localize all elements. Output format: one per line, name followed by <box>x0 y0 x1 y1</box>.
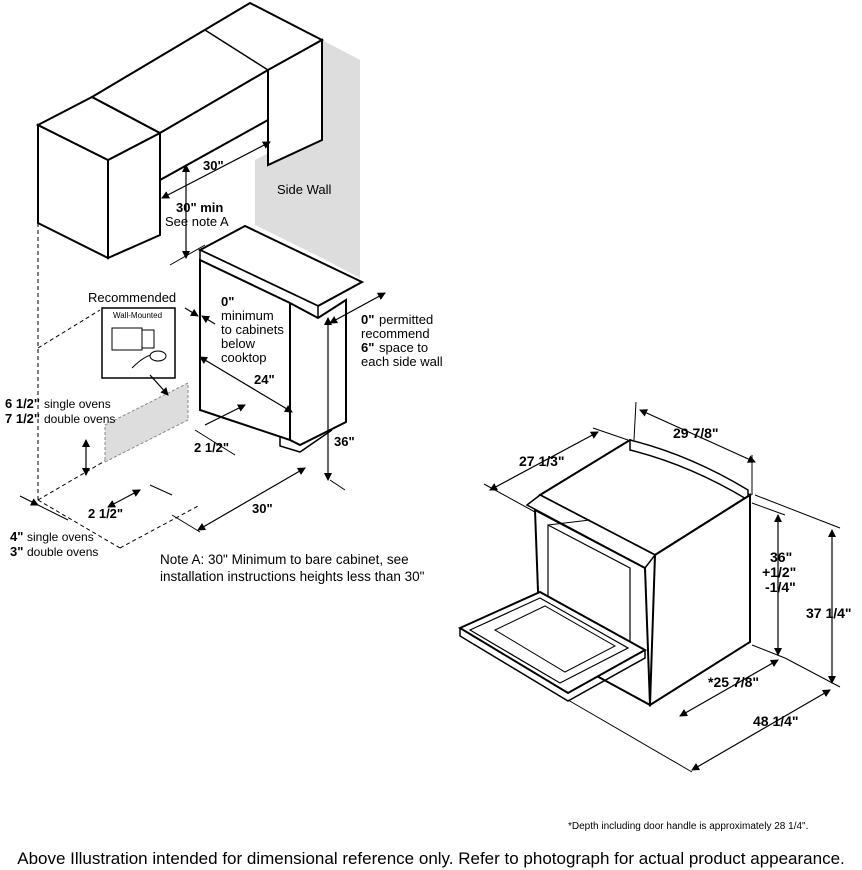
dim-depth-top <box>489 431 599 491</box>
three-in-label: 3" <box>10 544 23 559</box>
to-cabinets-label: to cabinets <box>221 322 284 337</box>
each-side-wall-text: each side wall <box>361 354 443 369</box>
note-a-line1: Note A: 30" Minimum to bare cabinet, see <box>160 552 409 567</box>
dim-24 <box>199 356 293 413</box>
zero-label: 0" <box>221 294 234 309</box>
plus-label: +1/2" <box>762 564 796 580</box>
dim-36-label: 36" <box>334 434 355 449</box>
disclaimer-footer: Above Illustration intended for dimensio… <box>17 849 845 868</box>
height-total-label: 37 1/4" <box>806 605 852 621</box>
dim-4-in <box>19 495 39 506</box>
wall-mounted-label: Wall-Mounted <box>113 311 162 320</box>
single-ovens-b: single ovens <box>27 530 94 544</box>
height-36-label: 36" <box>770 549 792 565</box>
dim-2-half-side <box>204 404 246 426</box>
dim-2-half-floor <box>107 489 141 508</box>
cooktop-label: cooktop <box>221 350 267 365</box>
permitted-zero: 0" <box>361 312 374 327</box>
dim-30-width <box>197 467 306 531</box>
cabinet-installation-drawing <box>19 1 386 549</box>
floor-outline-dashed <box>37 223 201 549</box>
permitted-text: permitted <box>379 312 433 327</box>
recommend-text: recommend <box>361 326 430 341</box>
six-in: 6" <box>361 340 374 355</box>
range-side <box>648 493 751 707</box>
width-30-label: 30" <box>252 501 273 516</box>
depth-body-label: *25 7/8" <box>708 674 759 690</box>
below-label: below <box>221 336 256 351</box>
space-to-text: space to <box>379 340 428 355</box>
minimum-label: minimum <box>221 308 274 323</box>
min-height-label: 30" min <box>176 200 223 215</box>
double-ovens-a: double ovens <box>44 412 115 426</box>
dim-depth-open <box>691 689 831 771</box>
upper-cabinet-right <box>267 38 323 167</box>
depth-open-label: 48 1/4" <box>753 713 799 729</box>
seven-half-label: 7 1/2" <box>5 411 40 426</box>
note-a-line2: installation instructions heights less t… <box>160 569 425 584</box>
minus-label: -1/4" <box>765 579 796 595</box>
two-half-floor-label: 2 1/2" <box>88 506 123 521</box>
side-wall-label: Side Wall <box>277 182 332 197</box>
depth-top-label: 27 1/3" <box>519 453 565 469</box>
see-note-label: See note A <box>165 214 229 229</box>
double-ovens-b: double ovens <box>27 545 98 559</box>
width-label: 29 7/8" <box>673 425 719 441</box>
dim-30-label: 30" <box>203 158 224 173</box>
depth-footnote: *Depth including door handle is approxim… <box>568 821 809 832</box>
two-half-side-label: 2 1/2" <box>194 440 229 455</box>
outlet-zone <box>104 382 189 463</box>
dim-permitted <box>329 292 386 324</box>
side-wall-shading <box>322 40 360 278</box>
recommended-label: Recommended <box>88 290 176 305</box>
left-diagram-labels: Side Wall 30" 30" min See note A Recomme… <box>5 158 443 584</box>
single-ovens-a: single ovens <box>44 397 111 411</box>
right-diagram-labels: 29 7/8" 27 1/3" 36" +1/2" -1/4" 37 1/4" … <box>519 425 852 729</box>
six-half-label: 6 1/2" <box>5 396 40 411</box>
dim-30-top <box>161 141 271 199</box>
dim-width <box>639 409 756 463</box>
dim-24-label: 24" <box>254 372 275 387</box>
four-in-label: 4" <box>10 529 23 544</box>
range-dimensions-drawing <box>457 401 841 773</box>
